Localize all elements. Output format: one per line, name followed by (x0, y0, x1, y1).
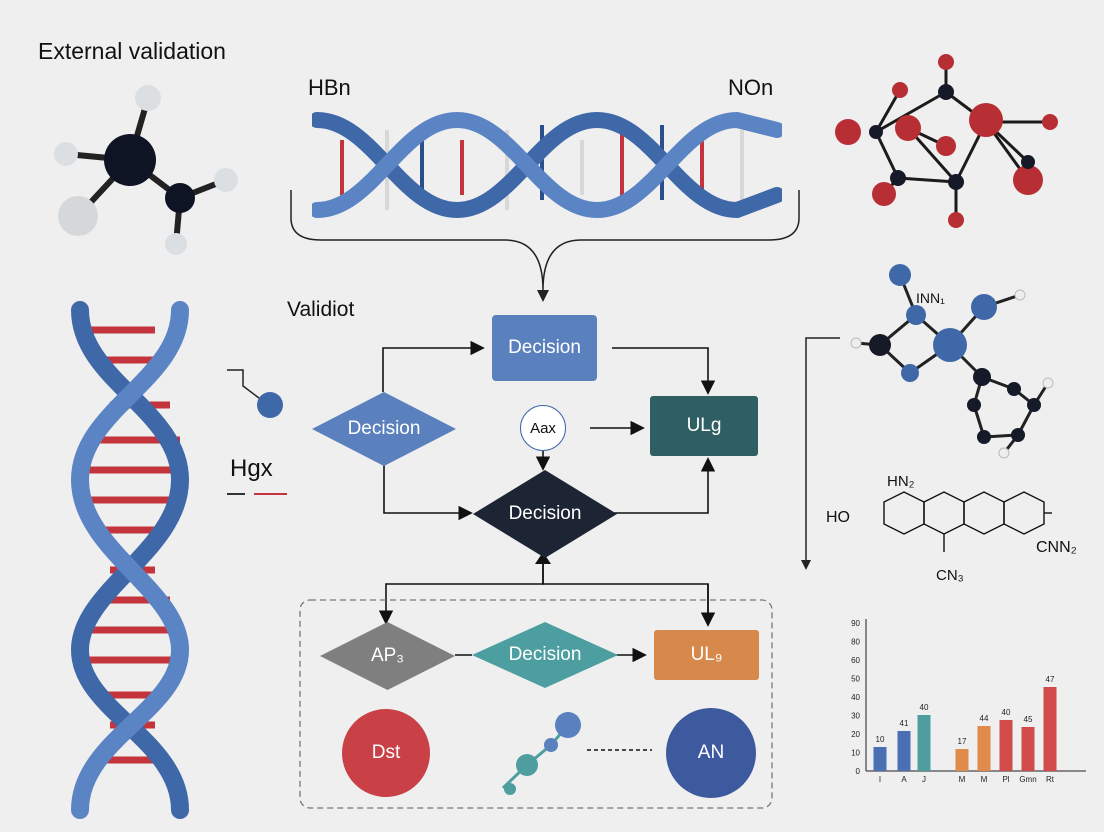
merge-bracket (290, 190, 800, 302)
molecule-label-cnn2: CNN₂ (1036, 539, 1077, 556)
y-tick-label: 50 (851, 675, 860, 684)
molecule-3d-top-left (54, 85, 238, 255)
dst-circle[interactable]: Dst (342, 709, 430, 797)
data-label: 10 (876, 735, 885, 744)
bar (873, 747, 887, 771)
data-label: 40 (1002, 708, 1011, 717)
validiot-label: Validiot (287, 298, 355, 321)
dna-helix-horizontal (312, 111, 782, 219)
ulg-box-top[interactable]: ULg (650, 396, 758, 456)
molecule-label-ho: HO (826, 509, 850, 526)
non-label: NOn (728, 75, 774, 100)
molecule-label-hn2: HN₂ (887, 473, 915, 490)
ulg-box-bottom[interactable]: UL₉ (654, 630, 759, 680)
structural-formula (883, 491, 1052, 552)
bar (1043, 687, 1057, 771)
y-tick-label: 30 (851, 712, 860, 721)
x-tick-label: I (879, 775, 881, 784)
x-tick-label: A (901, 775, 907, 784)
y-tick-label: 90 (851, 619, 860, 628)
y-tick-label: 80 (851, 638, 860, 647)
data-label: 44 (980, 714, 989, 723)
x-tick-label: Rt (1046, 775, 1055, 784)
bar (999, 720, 1013, 771)
y-tick-label: 20 (851, 730, 860, 739)
data-label: 41 (900, 719, 909, 728)
x-tick-label: Pl (1002, 775, 1009, 784)
data-label: 47 (1046, 675, 1055, 684)
diagram-title: External validation (38, 38, 226, 64)
hgx-underline (227, 493, 287, 495)
bar (1021, 727, 1035, 771)
y-tick-label: 40 (851, 693, 860, 702)
bar (955, 749, 969, 771)
bar (917, 715, 931, 771)
x-tick-label: M (959, 775, 966, 784)
inn-label: INN₁ (916, 290, 945, 306)
bar (977, 726, 991, 771)
bar (897, 731, 911, 771)
molecule-label-cn3: CN₃ (936, 567, 964, 584)
molecule-3d-right (850, 264, 1054, 459)
y-tick-label: 0 (856, 767, 861, 776)
data-label: 40 (920, 703, 929, 712)
x-tick-label: J (922, 775, 926, 784)
pin-icon (227, 369, 283, 418)
y-tick-label: 60 (851, 656, 860, 665)
decision-box-top[interactable]: Decision (492, 315, 597, 381)
x-tick-label: M (981, 775, 988, 784)
molecule-3d-top-right (835, 54, 1058, 228)
dna-helix-vertical (70, 301, 190, 819)
y-tick-label: 10 (851, 749, 860, 758)
data-label: 45 (1024, 715, 1033, 724)
aax-circle[interactable]: Aax (520, 405, 566, 451)
x-tick-label: Gmn (1019, 775, 1036, 784)
data-label: 17 (958, 737, 967, 746)
hbn-label: HBn (308, 75, 351, 100)
an-circle[interactable]: AN (666, 708, 756, 798)
hgx-label: Hgx (230, 455, 273, 482)
